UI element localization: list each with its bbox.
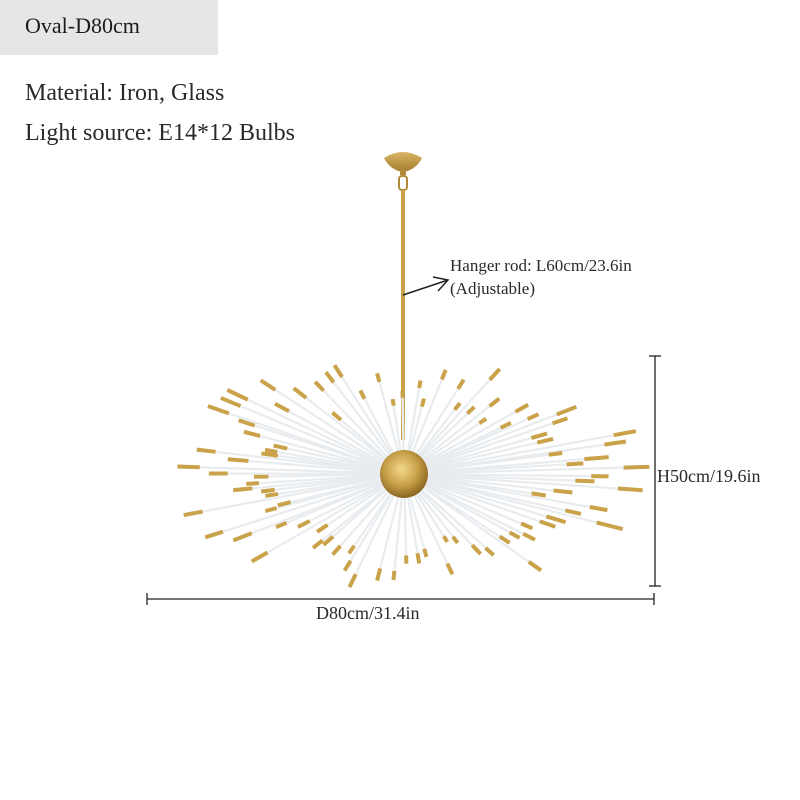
hanger-rod-length: Hanger rod: L60cm/23.6in bbox=[450, 256, 632, 275]
height-dimension-line bbox=[649, 355, 661, 587]
variant-title-box: Oval-D80cm bbox=[0, 0, 218, 55]
height-label: H50cm/19.6in bbox=[657, 466, 761, 486]
hanger-rod bbox=[401, 190, 405, 440]
spec-material: Material: Iron, Glass bbox=[25, 80, 225, 106]
hanger-rod-adjustable: (Adjustable) bbox=[450, 279, 535, 298]
variant-title: Oval-D80cm bbox=[25, 13, 140, 38]
hanger-arrow-icon bbox=[402, 276, 450, 296]
canopy bbox=[384, 152, 422, 191]
diameter-label: D80cm/31.4in bbox=[316, 603, 420, 623]
width-dimension-line bbox=[146, 593, 655, 605]
spec-light-source: Light source: E14*12 Bulbs bbox=[25, 120, 295, 146]
brass-ball bbox=[380, 450, 428, 498]
hanger-rod-label: Hanger rod: L60cm/23.6in (Adjustable) bbox=[450, 254, 632, 300]
